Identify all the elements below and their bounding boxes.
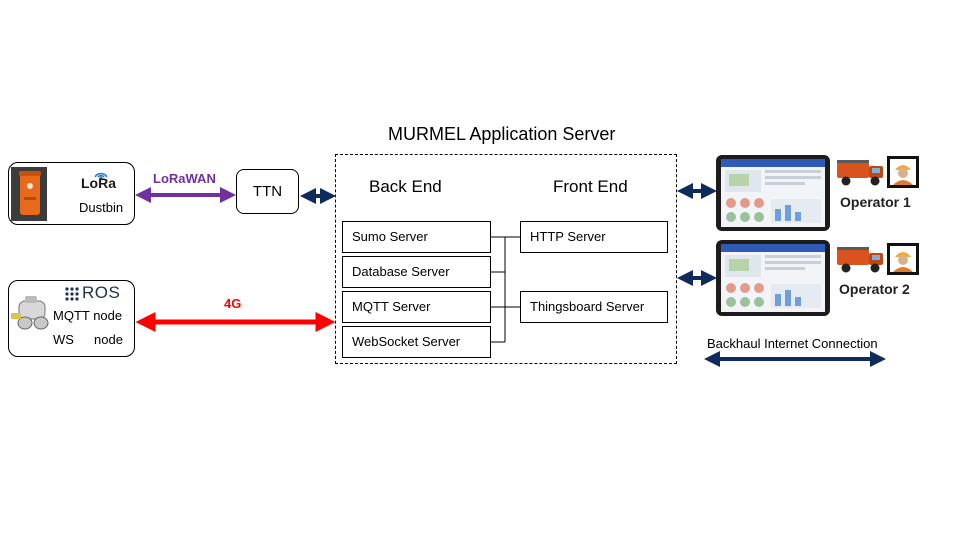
front-end-heading: Front End bbox=[553, 177, 628, 196]
websocket-server-box[interactable]: WebSocket Server bbox=[342, 326, 491, 358]
thingsboard-server-box[interactable]: Thingsboard Server bbox=[520, 291, 668, 323]
worker-icon-2 bbox=[890, 246, 916, 272]
operator-avatar-1 bbox=[887, 156, 919, 188]
dashboard-screen-2[interactable] bbox=[716, 240, 830, 316]
http-server-box[interactable]: HTTP Server bbox=[520, 221, 668, 253]
operator-2-label: Operator 2 bbox=[839, 281, 910, 297]
database-server-box[interactable]: Database Server bbox=[342, 256, 491, 288]
dustbin-image bbox=[11, 167, 47, 221]
backhaul-label: Backhaul Internet Connection bbox=[707, 336, 878, 351]
robot-image bbox=[11, 296, 49, 330]
dustbin-node-box[interactable]: LoRa Dustbin bbox=[8, 162, 135, 225]
server-interconnect bbox=[491, 236, 520, 343]
node-label: node bbox=[94, 332, 123, 347]
worker-icon-1 bbox=[890, 159, 916, 185]
ros-node-box[interactable]: ROS MQTT node WS node bbox=[8, 280, 135, 357]
ttn-box[interactable]: TTN bbox=[236, 169, 299, 214]
dustbin-label: Dustbin bbox=[79, 200, 124, 215]
ttn-label: TTN bbox=[252, 183, 283, 200]
dashboard-screen-1[interactable] bbox=[716, 155, 830, 231]
ros-logo: ROS bbox=[82, 283, 121, 302]
operator-1-label: Operator 1 bbox=[840, 194, 911, 210]
operator-avatar-2 bbox=[887, 243, 919, 275]
truck-icon-1 bbox=[837, 160, 883, 186]
mqtt-server-box[interactable]: MQTT Server bbox=[342, 291, 491, 323]
server-title: MURMEL Application Server bbox=[388, 124, 616, 144]
mqtt-node-label: MQTT node bbox=[53, 308, 123, 323]
lora-signal-icon bbox=[94, 172, 108, 180]
lorawan-label: LoRaWAN bbox=[153, 171, 216, 186]
ros-dots-icon bbox=[65, 287, 79, 301]
application-server-boundary bbox=[335, 154, 677, 364]
sumo-server-box[interactable]: Sumo Server bbox=[342, 221, 491, 253]
lora-logo: LoRa bbox=[81, 175, 116, 191]
back-end-heading: Back End bbox=[369, 177, 442, 196]
truck-icon-2 bbox=[837, 247, 883, 273]
ws-label: WS bbox=[53, 332, 74, 347]
cellular-4g-label: 4G bbox=[224, 296, 242, 311]
